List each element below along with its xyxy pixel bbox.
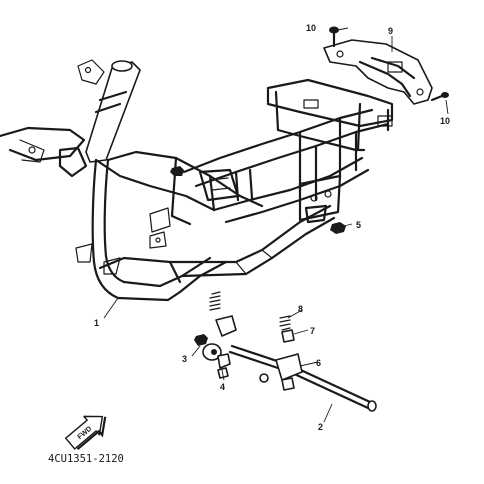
callout-5: 5 xyxy=(356,220,361,230)
callout-8: 8 xyxy=(298,304,303,314)
callout-6: 6 xyxy=(316,358,321,368)
callout-7: 7 xyxy=(310,326,315,336)
main-frame xyxy=(0,59,394,302)
bolt-8 xyxy=(279,315,291,331)
nut-3 xyxy=(194,334,208,346)
bush-left xyxy=(215,315,237,337)
collar-right xyxy=(259,373,269,383)
callout-2: 2 xyxy=(318,422,323,432)
shaft-2 xyxy=(228,344,377,412)
spring-7 xyxy=(281,329,295,343)
bracket-9 xyxy=(323,39,433,105)
bush-6 xyxy=(275,353,303,391)
callout-10-right: 10 xyxy=(440,116,450,126)
frame-nut xyxy=(170,166,184,176)
leader-lines xyxy=(103,27,449,423)
bolt-10-right xyxy=(430,92,449,102)
spring-left xyxy=(209,291,221,311)
nut-5 xyxy=(330,222,346,234)
collar-4 xyxy=(202,343,231,369)
callout-9: 9 xyxy=(388,26,393,36)
drawing-code: 4CU1351-2120 xyxy=(48,453,124,465)
callout-1: 1 xyxy=(94,318,99,328)
callout-4: 4 xyxy=(220,382,225,392)
callout-3: 3 xyxy=(182,354,187,364)
callout-10-top: 10 xyxy=(306,23,316,33)
bolt-10-top xyxy=(329,26,339,48)
fwd-arrow-icon: FWD xyxy=(65,415,107,451)
